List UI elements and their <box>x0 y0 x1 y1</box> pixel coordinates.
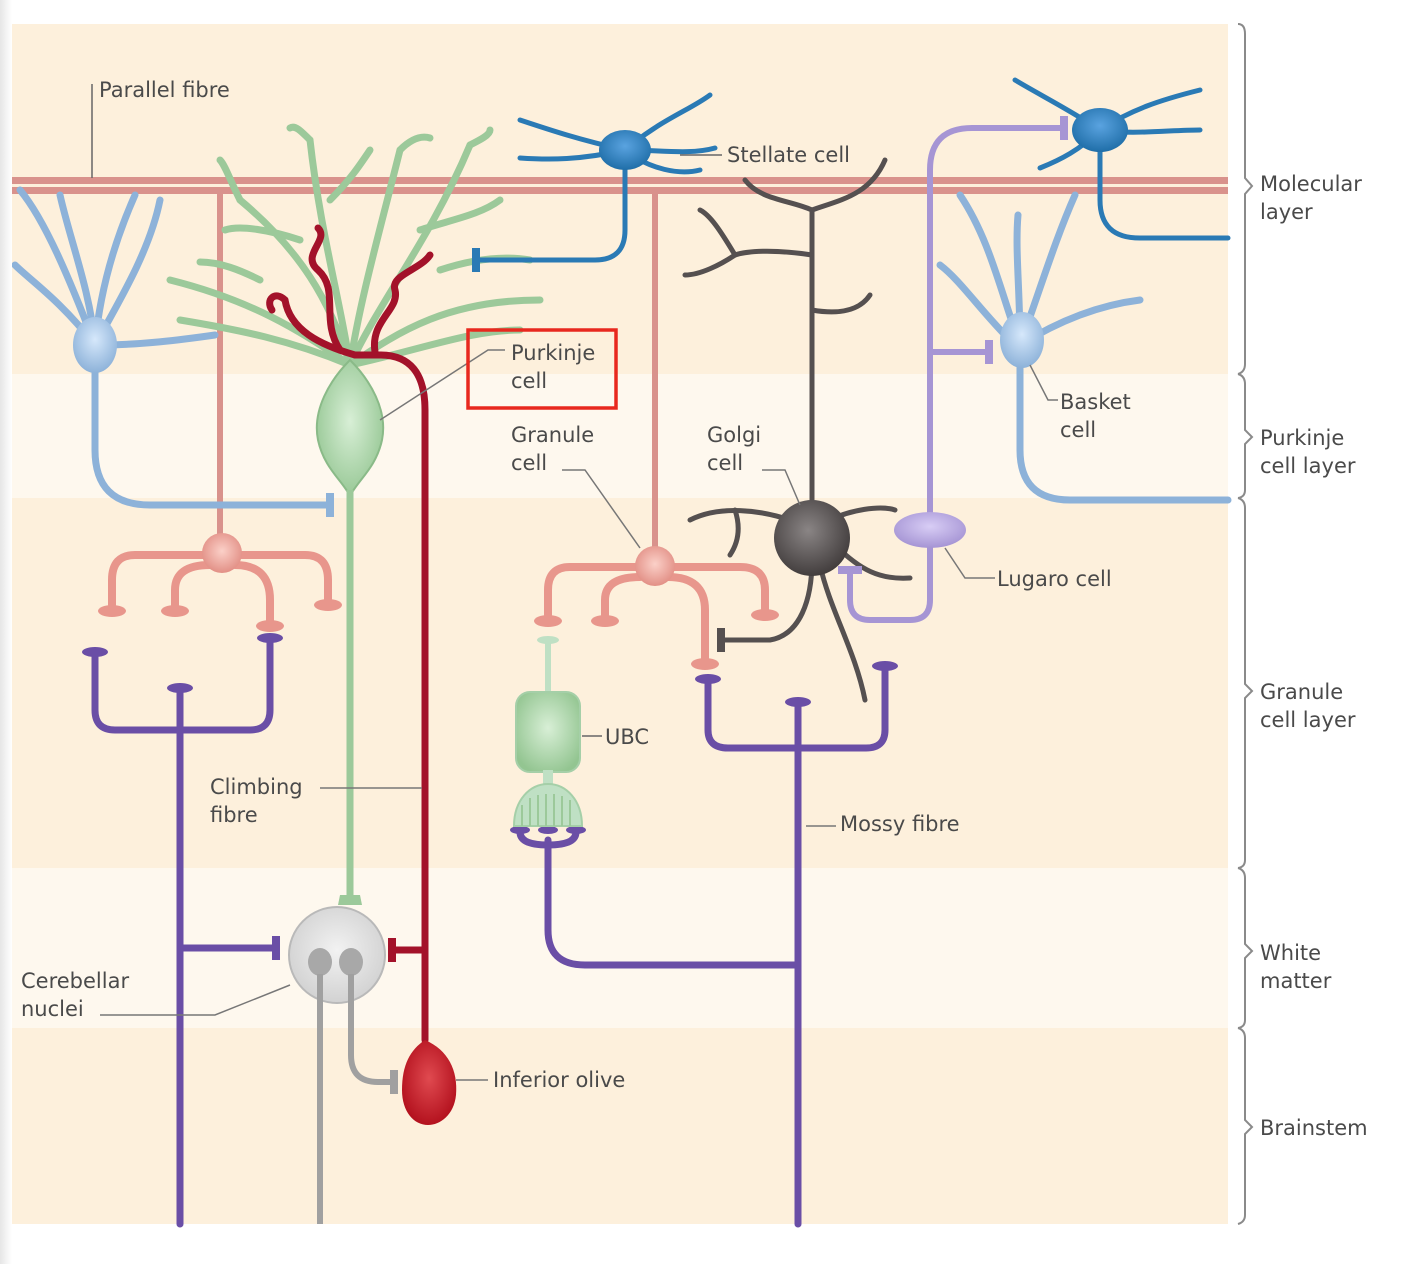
layer-label-molecular-line1: Molecular <box>1260 172 1362 196</box>
stellate-cell-soma <box>599 130 651 170</box>
label-stellate-cell: Stellate cell <box>727 143 850 167</box>
climbing-fibre <box>266 224 434 1044</box>
basket-cell-right-soma <box>1000 312 1044 368</box>
golgi-cell-soma <box>774 500 850 576</box>
ubc-cell <box>512 636 584 827</box>
layer-label-purkinje-line2: cell layer <box>1260 454 1356 478</box>
purkinje-axon-terminal <box>338 895 362 905</box>
label-ubc: UBC <box>605 725 649 749</box>
page-edge-shadow <box>0 0 12 1264</box>
label-mossy-fibre: Mossy fibre <box>840 812 960 836</box>
band-brainstem <box>12 1028 1228 1224</box>
climbing-fibre-synapse <box>388 938 396 962</box>
layer-label-purkinje-line1: Purkinje <box>1260 426 1344 450</box>
basket-cell-left-soma <box>73 317 117 373</box>
layer-label-white-line1: White <box>1260 941 1321 965</box>
label-purkinje-cell-line2: cell <box>511 369 547 393</box>
layer-label-white-line2: matter <box>1260 969 1332 993</box>
purkinje-cell-highlight-box <box>466 328 618 410</box>
label-basket-cell-line2: cell <box>1060 418 1096 442</box>
purkinje-dendritic-tree <box>166 123 544 369</box>
stellate-synapse <box>472 248 480 272</box>
layer-braces <box>1237 23 1254 1225</box>
label-climbing-fibre-line2: fibre <box>210 803 258 827</box>
mossy-left-terminals <box>82 633 283 960</box>
label-lugaro-cell: Lugaro cell <box>997 567 1112 591</box>
label-granule-cell-line2: cell <box>511 451 547 475</box>
granule-cell-axons <box>217 190 658 548</box>
stellate-cell-right-soma <box>1072 108 1128 152</box>
parallel-fibres <box>10 177 1228 194</box>
label-cerebellar-nuclei-line1: Cerebellar <box>21 969 129 993</box>
golgi-synapse <box>717 628 725 652</box>
granule-cell-middle-soma <box>635 546 675 586</box>
basket-left-synapse <box>326 493 334 517</box>
leader-lines <box>100 349 1058 1081</box>
mossy-right-terminals <box>510 661 898 834</box>
lugaro-cell <box>847 125 1065 623</box>
label-cerebellar-nuclei-line2: nuclei <box>21 997 84 1021</box>
layer-label-brainstem: Brainstem <box>1260 1116 1368 1140</box>
layer-label-molecular-line2: layer <box>1260 200 1313 224</box>
granule-left-terminals <box>98 599 342 632</box>
granule-middle-terminals <box>534 609 779 670</box>
golgi-cell <box>682 157 913 703</box>
granule-cell-middle <box>544 563 769 664</box>
label-golgi-cell-line2: cell <box>707 451 743 475</box>
nuclei-neurons <box>308 948 398 1224</box>
label-parallel-fibre: Parallel fibre <box>99 78 230 102</box>
label-purkinje-cell-line1: Purkinje <box>511 341 595 365</box>
label-climbing-fibre-line1: Climbing <box>210 775 303 799</box>
label-granule-cell-line1: Granule <box>511 423 594 447</box>
band-purkinje-cell-layer <box>12 374 1228 498</box>
lugaro-cell-soma <box>894 512 966 548</box>
mossy-fibre-left <box>91 638 276 1228</box>
lugaro-synapse-golgi <box>838 566 862 574</box>
mossy-fibre-right <box>516 666 889 1228</box>
lugaro-synapse-stellate <box>1060 116 1068 140</box>
layer-label-granule-line1: Granule <box>1260 680 1343 704</box>
cerebellar-nuclei <box>288 906 386 1004</box>
label-basket-cell-line1: Basket <box>1060 390 1131 414</box>
lugaro-synapse-basket <box>985 340 993 364</box>
granule-cell-left-soma <box>202 533 242 573</box>
granule-cell-left <box>108 551 332 626</box>
inferior-olive <box>402 1040 457 1125</box>
layer-label-granule-line2: cell layer <box>1260 708 1356 732</box>
label-inferior-olive: Inferior olive <box>493 1068 625 1092</box>
label-golgi-cell-line1: Golgi <box>707 423 761 447</box>
